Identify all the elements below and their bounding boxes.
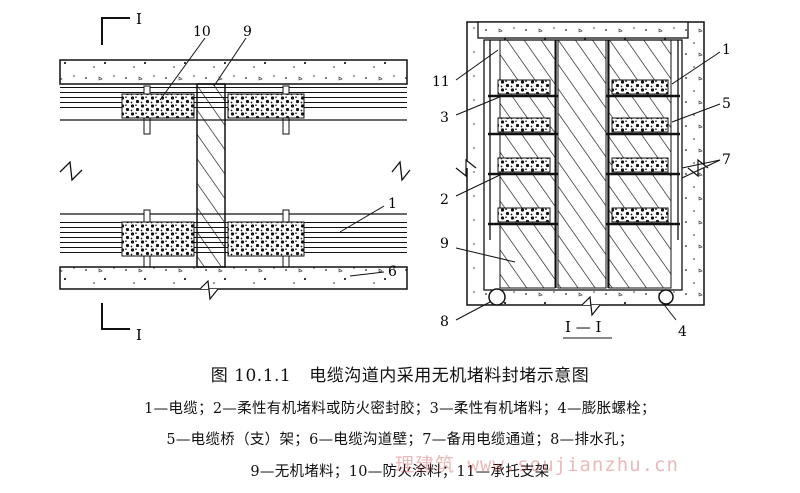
fire-coating-bottom-left [121, 221, 195, 257]
label-2: 2 [440, 192, 449, 208]
trench-wall-bottom [59, 266, 408, 290]
label-1: 1 [388, 196, 397, 212]
section-title: I — I [565, 318, 601, 336]
figure-title: 电缆沟道内采用无机堵料封堵示意图 [309, 366, 590, 386]
section-mark-bottom-label: I [136, 326, 142, 344]
label-3: 3 [440, 110, 449, 126]
section-mark-top-label: I [136, 10, 142, 28]
label-6: 6 [388, 264, 397, 280]
watermark: 理建筑 www.soujianzhu.cn [395, 454, 679, 476]
left-view: I I [59, 10, 411, 344]
trench-wall-top [59, 59, 408, 85]
label-8: 8 [440, 314, 449, 330]
fire-coating-top-left [121, 93, 195, 119]
section-mark-top: I [101, 10, 142, 45]
fire-coating-bottom-right [227, 221, 305, 257]
fire-coating-top-right [227, 93, 305, 119]
label-1-right: 1 [722, 42, 731, 58]
figure-caption: 图 10.1.1 电缆沟道内采用无机堵料封堵示意图 [0, 361, 800, 386]
label-11: 11 [432, 74, 450, 90]
break-line-right [391, 160, 411, 182]
cover-slab [477, 21, 689, 39]
inorganic-block [196, 83, 226, 268]
expansion-bolt [658, 289, 674, 305]
label-5: 5 [722, 96, 731, 112]
label-7: 7 [722, 152, 731, 168]
drain-hole [488, 288, 506, 306]
technical-drawing: I I [59, 10, 731, 344]
right-view: 11 3 2 9 8 1 5 7 4 I — I [432, 21, 731, 340]
break-line-left [59, 160, 83, 182]
cable-trays [488, 40, 680, 288]
legend-line-2: 5—电缆桥（支）架；6—电缆沟道壁；7—备用电缆通道；8—排水孔； [166, 432, 634, 448]
section-mark-bottom: I [101, 303, 142, 344]
figure-number: 图 10.1.1 [210, 366, 292, 386]
legend-line-1: 1—电缆；2—柔性有机堵料或防火密封胶；3—柔性有机堵料；4—膨胀螺栓； [144, 401, 656, 417]
label-9-right: 9 [440, 236, 449, 252]
label-10: 10 [193, 24, 211, 40]
label-9: 9 [243, 24, 252, 40]
label-4: 4 [678, 324, 687, 340]
inorganic-fill-center [557, 39, 607, 289]
legend-line-3: 9—无机堵料；10—防火涂料；11—承托支架 [250, 464, 550, 480]
